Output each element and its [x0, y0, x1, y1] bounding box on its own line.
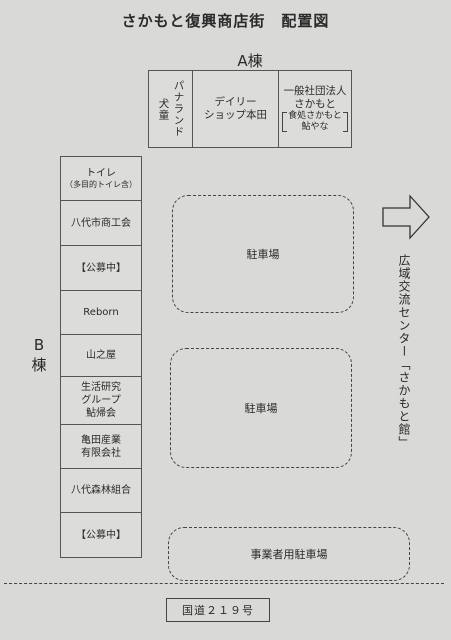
shop-sakamoto-association: 一般社団法人 さかもと 食処さかもと 鮎やな [279, 71, 351, 147]
business-parking-lot: 事業者用駐車場 [168, 527, 410, 581]
shop-yatsushiro-forestry: 八代森林組合 [61, 469, 141, 513]
toilet-cell: トイレ （多目的トイレ含） [61, 157, 141, 201]
road-divider [4, 583, 444, 584]
block-b: トイレ （多目的トイレ含） 八代市商工会 【公募中】 Reborn 山之屋 生活… [60, 156, 142, 558]
shop-daily-line1: デイリー [214, 96, 257, 108]
shop-label-line3: 鮎帰会 [86, 408, 116, 419]
parking-label: 事業者用駐車場 [250, 548, 328, 561]
parking-label: 駐車場 [244, 402, 278, 415]
shop-name-indo: 犬童 [157, 97, 170, 121]
block-a: 犬童 パナランド デイリー ショップ本田 一般社団法人 さかもと 食処さかもと … [148, 70, 352, 148]
exchange-center-label: 広域交流センター「さかもと館」 [397, 254, 411, 449]
assoc-sub-bracket: 食処さかもと 鮎やな [282, 111, 348, 133]
assoc-line2: さかもと [294, 98, 336, 110]
assoc-sub2: 鮎やな [301, 122, 329, 132]
shop-life-research-group: 生活研究 グループ 鮎帰会 [61, 377, 141, 425]
toilet-label: トイレ [86, 168, 116, 179]
shop-daily-line2: ショップ本田 [204, 109, 267, 121]
shop-label: 【公募中】 [76, 529, 126, 541]
shop-kameda-sangyo: 亀田産業 有限会社 [61, 425, 141, 469]
assoc-sub1: 食処さかもと [288, 111, 342, 121]
shop-reborn: Reborn [61, 291, 141, 335]
shop-label-line1: 亀田産業 [81, 434, 121, 446]
shop-label-line1: 生活研究 [81, 382, 121, 393]
shop-yamanoya: 山之屋 [61, 335, 141, 377]
toilet-note: （多目的トイレ含） [65, 180, 137, 189]
shop-panaland-indo: 犬童 パナランド [149, 71, 193, 147]
shop-label: Reborn [83, 307, 119, 318]
assoc-line1: 一般社団法人 [283, 85, 347, 97]
block-a-label: A棟 [237, 52, 263, 70]
shop-label: 八代市商工会 [71, 217, 131, 229]
national-road-label: 国道２１９号 [166, 598, 270, 622]
page-title: さかもと復興商店街 配置図 [121, 12, 330, 30]
shop-daily-honda: デイリー ショップ本田 [193, 71, 279, 147]
shop-label-line2: 有限会社 [81, 447, 121, 459]
arrow-right-icon [382, 194, 430, 240]
shop-name-panaland: パナランド [172, 80, 185, 138]
shop-label: 八代森林組合 [71, 485, 131, 496]
shop-vacant-2: 【公募中】 [61, 513, 141, 557]
block-b-label-line1: B [33, 336, 45, 354]
block-b-label-line2: 棟 [31, 356, 47, 374]
block-b-label: B 棟 [30, 335, 48, 375]
parking-lot-1: 駐車場 [172, 195, 354, 313]
shop-label: 【公募中】 [76, 262, 126, 274]
parking-lot-2: 駐車場 [170, 348, 352, 468]
shop-label-line2: グループ [81, 395, 121, 406]
parking-label: 駐車場 [246, 248, 280, 261]
shop-vacant-1: 【公募中】 [61, 246, 141, 291]
shop-yatsushiro-chamber: 八代市商工会 [61, 201, 141, 246]
road-name: 国道２１９号 [182, 604, 254, 617]
shop-label: 山之屋 [86, 350, 116, 361]
